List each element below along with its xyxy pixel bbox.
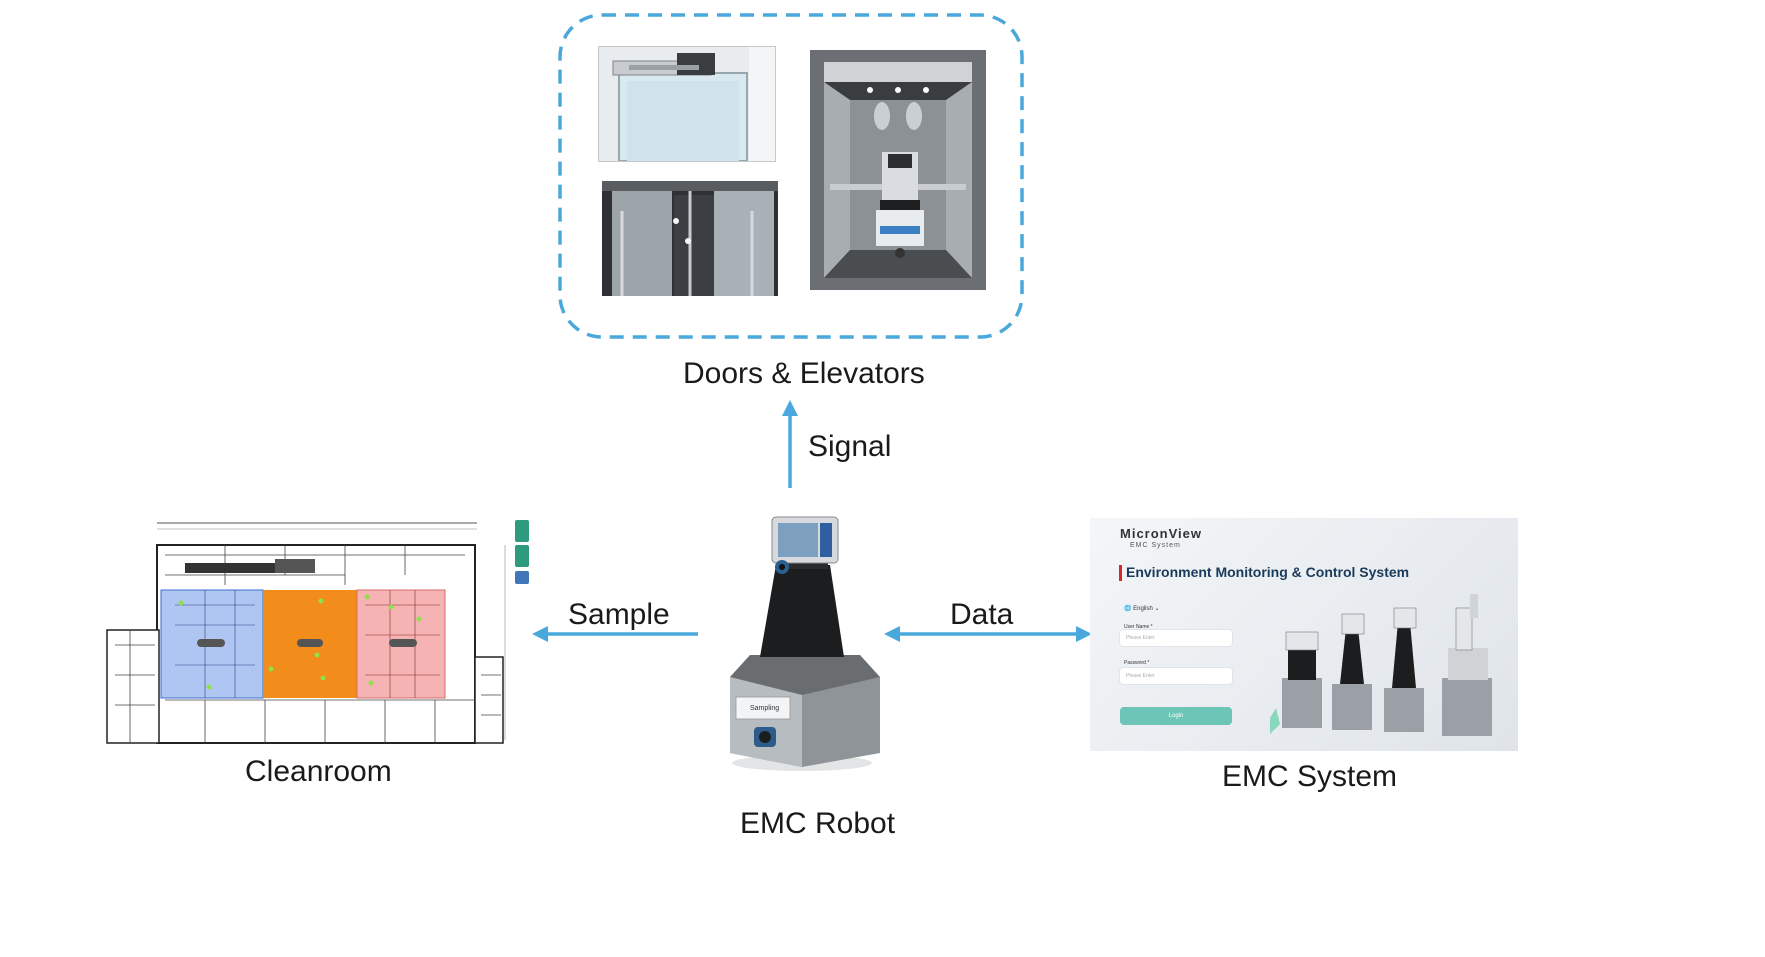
emc-system-screenshot: MicronView EMC System Environment Monito… — [1090, 518, 1518, 751]
signal-arrow — [782, 400, 798, 488]
signal-label: Signal — [808, 430, 892, 463]
emc-language-value: English — [1133, 606, 1153, 612]
emc-robot-illustration — [720, 505, 885, 773]
doors-elevators-label: Doors & Elevators — [683, 357, 925, 390]
emc-language-select[interactable]: 🌐 English ⌄ — [1124, 606, 1160, 612]
emc-brand-subtitle: EMC System — [1130, 542, 1181, 549]
robot-sampling-label: Sampling — [750, 705, 780, 712]
cleanroom-label: Cleanroom — [245, 755, 392, 788]
revolving-door-photo — [602, 181, 778, 296]
sample-label: Sample — [568, 598, 670, 631]
emc-login-button[interactable]: Login — [1120, 707, 1232, 725]
data-label: Data — [950, 598, 1014, 631]
emc-username-label: User Name * — [1124, 624, 1153, 630]
emc-system-title: Environment Monitoring & Control System — [1126, 564, 1410, 580]
emc-robot-label: EMC Robot — [740, 807, 896, 840]
emc-brand-logo: MicronView — [1120, 526, 1203, 541]
floor-plan-gray-button[interactable] — [515, 571, 529, 584]
doors-elevators-frame — [558, 13, 1024, 339]
emc-robot-lineup — [1270, 594, 1492, 736]
emc-password-input[interactable]: Please Enter — [1120, 668, 1232, 684]
sliding-door-photo — [598, 46, 776, 162]
data-arrow — [884, 626, 1092, 642]
floor-plan-legend-button[interactable] — [515, 545, 529, 567]
sample-arrow — [532, 626, 698, 642]
cleanroom-floor-plan — [105, 515, 535, 747]
floor-plan-display-button[interactable] — [515, 520, 529, 542]
emc-system-label: EMC System — [1222, 760, 1398, 793]
elevator-photo — [810, 50, 986, 290]
emc-title-accent — [1119, 565, 1122, 581]
emc-password-label: Password * — [1124, 660, 1150, 666]
emc-username-input[interactable]: Please Enter — [1120, 630, 1232, 646]
